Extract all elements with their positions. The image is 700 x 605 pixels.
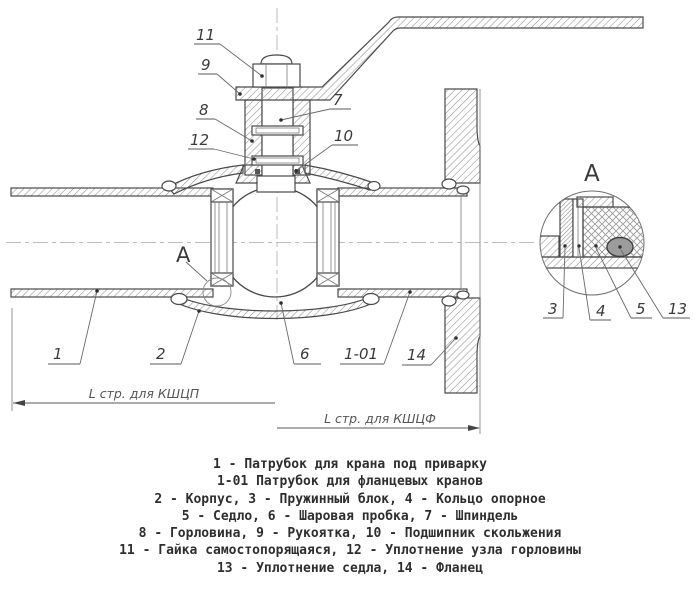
svg-text:7: 7 xyxy=(333,91,343,109)
callout-8: 8 xyxy=(196,101,254,143)
detail-spring-block xyxy=(559,198,574,258)
dimension-arrow xyxy=(468,425,480,431)
svg-text:11: 11 xyxy=(196,26,215,44)
weld-seam xyxy=(456,290,470,300)
callout-14: 14 xyxy=(402,336,458,366)
legend-line: 1-01 Патрубок для фланцевых кранов xyxy=(216,474,484,490)
stem xyxy=(261,87,294,191)
svg-text:3: 3 xyxy=(548,300,558,318)
detail-indicator-circle xyxy=(202,277,232,307)
weld-seam xyxy=(441,295,457,307)
svg-text:6: 6 xyxy=(300,345,310,363)
dimension-label-kshtsf: L стр. для КШЦФ xyxy=(324,411,436,426)
legend: 1 - Патрубок для крана под приварку 1-01… xyxy=(0,456,700,577)
detail-view-a: A 3 4 5 xyxy=(539,161,690,321)
left-seat xyxy=(210,188,234,287)
detail-reference-label: A xyxy=(176,243,191,267)
callout-1-01: 1-01 xyxy=(340,290,412,365)
legend-line: 8 - Горловина, 9 - Рукоятка, 10 - Подшип… xyxy=(138,526,562,542)
svg-text:5: 5 xyxy=(636,300,646,318)
detail-cap xyxy=(576,196,614,208)
svg-text:4: 4 xyxy=(596,302,606,320)
detail-callout-13: 13 xyxy=(620,249,690,319)
detail-wall-step xyxy=(540,235,560,258)
callout-12: 12 xyxy=(188,131,256,161)
svg-text:13: 13 xyxy=(668,300,687,318)
callout-1: 1 xyxy=(48,289,99,365)
weld-seam xyxy=(170,292,188,306)
dimension-arrow xyxy=(13,400,25,406)
legend-line: 11 - Гайка самостопорящаяся, 12 - Уплотн… xyxy=(119,543,581,559)
dimension-weld-version: L стр. для КШЦП xyxy=(11,308,275,411)
legend-line: 13 - Уплотнение седла, 14 - Фланец xyxy=(216,560,484,576)
weld-seam xyxy=(362,292,380,306)
detail-pipe-wall xyxy=(540,256,644,269)
svg-text:2: 2 xyxy=(156,345,166,363)
legend-line: 2 - Корпус, 3 - Пружинный блок, 4 - Коль… xyxy=(154,491,546,507)
detail-callout-4: 4 xyxy=(578,247,611,321)
svg-text:12: 12 xyxy=(190,131,209,149)
svg-text:1: 1 xyxy=(53,345,63,363)
weld-seam xyxy=(456,185,470,195)
dimension-flange-version: L стр. для КШЦФ xyxy=(277,411,480,431)
callout-10: 10 xyxy=(294,127,358,173)
callout-11: 11 xyxy=(194,26,264,78)
legend-line: 5 - Седло, 6 - Шаровая пробка, 7 - Шпинд… xyxy=(181,508,519,524)
callout-9: 9 xyxy=(198,56,242,96)
svg-text:8: 8 xyxy=(199,101,209,119)
dimension-label-kshtsp: L стр. для КШЦП xyxy=(89,386,200,401)
callout-6: 6 xyxy=(279,301,321,365)
detail-callout-5: 5 xyxy=(595,247,652,319)
valve-cross-section: A 11 9 8 12 xyxy=(6,8,690,434)
svg-text:10: 10 xyxy=(334,127,353,145)
svg-text:9: 9 xyxy=(201,56,211,74)
weld-seam xyxy=(367,180,381,192)
callout-2: 2 xyxy=(150,309,201,365)
stem-nut xyxy=(252,54,301,88)
callout-7: 7 xyxy=(279,91,351,122)
legend-line: 1 - Патрубок для крана под приварку xyxy=(213,457,487,472)
stem-slot xyxy=(256,175,296,193)
svg-text:1-01: 1-01 xyxy=(344,345,378,363)
weld-seam xyxy=(441,178,457,190)
svg-text:14: 14 xyxy=(407,346,426,364)
detail-title: A xyxy=(584,161,600,187)
right-seat xyxy=(316,188,340,287)
detail-callout-3: 3 xyxy=(543,247,566,319)
handle xyxy=(235,16,644,101)
flange xyxy=(441,88,481,434)
weld-seam xyxy=(161,180,177,192)
